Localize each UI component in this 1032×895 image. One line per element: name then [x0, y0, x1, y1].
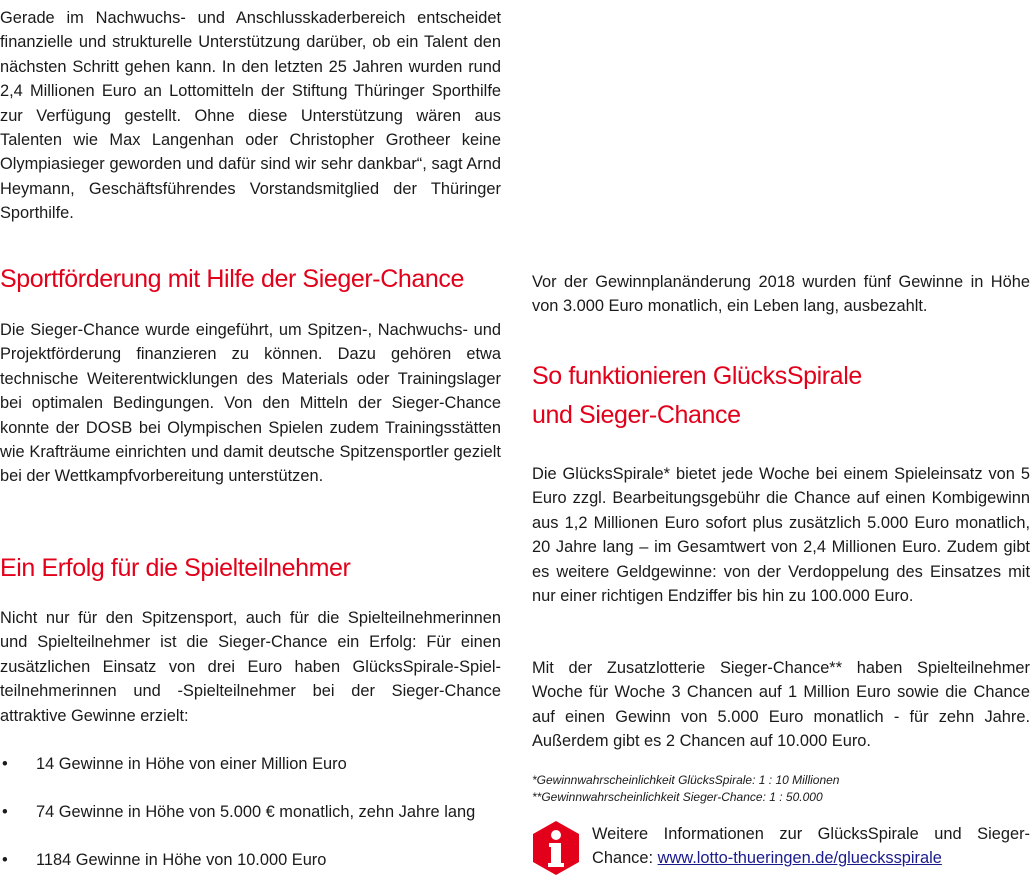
info-icon — [533, 821, 579, 875]
paragraph-gluecksspirale: Die GlücksSpirale* bietet jede Woche bei… — [532, 465, 1030, 606]
info-box: Weitere Informationen zur GlücksSpirale … — [592, 822, 1030, 871]
paragraph-gewinnplan: Vor der Gewinnplanänderung 2018 wurden f… — [532, 273, 1030, 316]
paragraph-zusatzlotterie: Mit der Zusatzlotterie Sieger-Chance** h… — [532, 659, 1030, 751]
heading-erfolg: Ein Erfolg für die Spielteilnehmer — [0, 554, 351, 582]
heading-sportfoerderung: Sportförderung mit Hilfe der Sieger-Chan… — [0, 265, 464, 293]
bullet-icon: • — [2, 851, 8, 869]
intro-paragraph: Gerade im Nachwuchs- und Anschlusskaderb… — [0, 9, 501, 223]
bullet-icon: • — [2, 755, 8, 773]
info-text: Weitere Informationen zur GlücksSpirale … — [592, 825, 1030, 868]
footnote-gluecksspirale: *Gewinnwahrscheinlichkeit GlücksSpirale:… — [532, 773, 840, 787]
list-item-text: 14 Gewinne in Höhe von einer Million Eur… — [36, 755, 347, 773]
heading-so-funktionieren-line2: und Sieger-Chance — [532, 401, 741, 429]
paragraph-sportfoerderung: Die Sieger-Chance wurde eingeführt, um S… — [0, 321, 501, 486]
footnote-sieger-chance: **Gewinnwahrscheinlichkeit Sieger-Chance… — [532, 790, 823, 804]
paragraph-erfolg: Nicht nur für den Spitzensport, auch für… — [0, 609, 501, 725]
list-item-text: 74 Gewinne in Höhe von 5.000 € monatlich… — [36, 803, 476, 821]
list-item-text: 1184 Gewinne in Höhe von 10.000 Euro — [36, 851, 327, 869]
info-link[interactable]: www.lotto-thueringen.de/gluecksspirale — [657, 849, 942, 868]
heading-so-funktionieren-line1: So funktionieren GlücksSpirale — [532, 362, 862, 390]
bullet-icon: • — [2, 803, 8, 821]
